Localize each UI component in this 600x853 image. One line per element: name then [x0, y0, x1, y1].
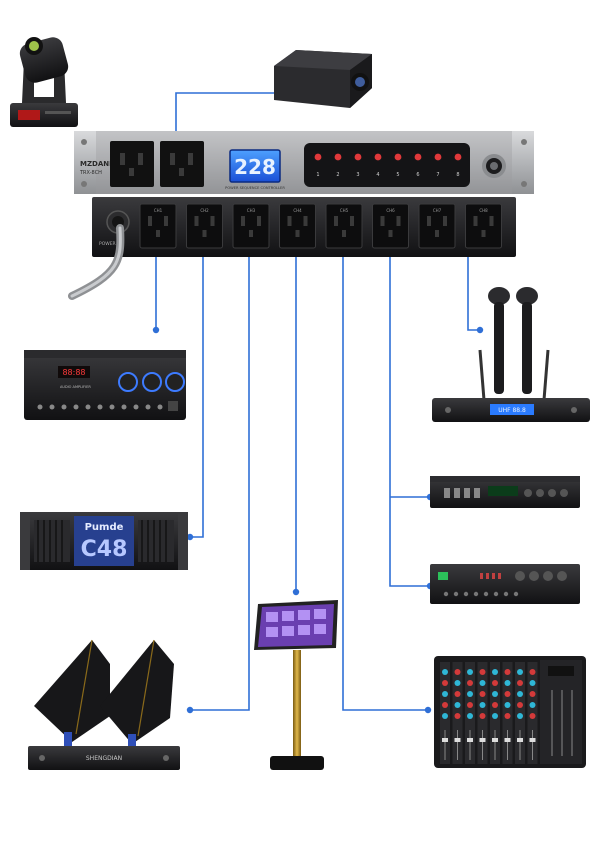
power-amplifier: Pumde C48 — [20, 512, 188, 570]
rear-outlet-label: CH2 — [200, 208, 209, 213]
mixer-strip — [490, 662, 500, 764]
sequencer-model: TRX-8CH — [79, 170, 102, 176]
handheld-mic-left — [488, 287, 510, 394]
link-antenna — [190, 255, 249, 710]
audio-processor-top — [430, 476, 580, 508]
rear-outlet-label: CH3 — [247, 208, 256, 213]
power-sequencer-front: MZDANK TRX-8CH 228 POWER SEQUENCE CONTRO… — [74, 131, 534, 194]
link-processor — [390, 255, 430, 586]
rear-outlet-label: CH6 — [386, 208, 395, 213]
channel-indicator-label: 6 — [416, 172, 419, 178]
sequencer-brand: MZDANK — [80, 160, 115, 168]
mixer-strip — [503, 662, 513, 764]
link-mixer — [343, 255, 428, 710]
channel-indicator-label: 4 — [376, 172, 379, 178]
audio-mixer — [434, 656, 586, 768]
front-outlet-1 — [110, 141, 154, 187]
audio-processor-bottom — [430, 564, 580, 604]
mixer-strip — [515, 662, 525, 764]
rear-outlet: CH8 — [466, 204, 502, 248]
mixer-strip — [440, 662, 450, 764]
distributor-brand: SHENGDIAN — [86, 755, 122, 762]
projector — [274, 50, 372, 108]
wireless-microphone-system: UHF 88.8 — [432, 287, 590, 422]
rear-outlet-label: CH8 — [479, 208, 488, 213]
rear-outlet: CH5 — [326, 204, 362, 248]
power-amp-model: C48 — [81, 537, 128, 562]
rear-outlet: CH7 — [419, 204, 455, 248]
power-switch — [482, 154, 506, 178]
rear-outlet: CH1 — [140, 204, 176, 248]
rear-outlet-label: CH7 — [433, 208, 442, 213]
amplifier-display: 88:88 — [62, 368, 85, 377]
karaoke-touch-screen — [254, 600, 338, 770]
mixer-strip — [453, 662, 463, 764]
antenna-distributor: SHENGDIAN — [28, 640, 180, 770]
audio-amplifier: 88:88 AUDIO AMPLIFIER — [24, 350, 186, 420]
channel-indicator-label: 8 — [456, 172, 459, 178]
channel-indicator-label: 7 — [436, 172, 439, 178]
mixer-strip — [478, 662, 488, 764]
link-power-amp — [190, 255, 203, 537]
power-amp-brand: Pumde — [85, 522, 124, 533]
mixer-strip — [528, 662, 538, 764]
receiver-display: UHF 88.8 — [498, 407, 526, 414]
channel-indicator-label: 2 — [336, 172, 339, 178]
rear-outlet: CH3 — [233, 204, 269, 248]
front-outlet-2 — [160, 141, 204, 187]
rear-outlet-label: CH1 — [154, 208, 163, 213]
link-wireless — [468, 255, 480, 330]
rear-outlet: CH2 — [187, 204, 223, 248]
rear-outlet: CH4 — [280, 204, 316, 248]
front-caption: POWER SEQUENCE CONTROLLER — [225, 186, 285, 190]
channel-indicator-label: 1 — [316, 172, 319, 178]
voltage-display-value: 228 — [234, 155, 276, 179]
channel-indicator-label: 3 — [356, 172, 359, 178]
channel-indicator-label: 5 — [396, 172, 399, 178]
moving-head-light — [10, 35, 78, 127]
paddle-antenna-right — [100, 640, 174, 744]
rear-outlet-label: CH4 — [293, 208, 302, 213]
amplifier-caption: AUDIO AMPLIFIER — [60, 385, 91, 389]
rear-outlet-label: CH5 — [340, 208, 349, 213]
indicator-panel — [304, 143, 470, 187]
rear-outlet: CH6 — [373, 204, 409, 248]
mixer-strip — [465, 662, 475, 764]
paddle-antenna-left — [34, 640, 110, 742]
handheld-mic-right — [516, 287, 538, 394]
